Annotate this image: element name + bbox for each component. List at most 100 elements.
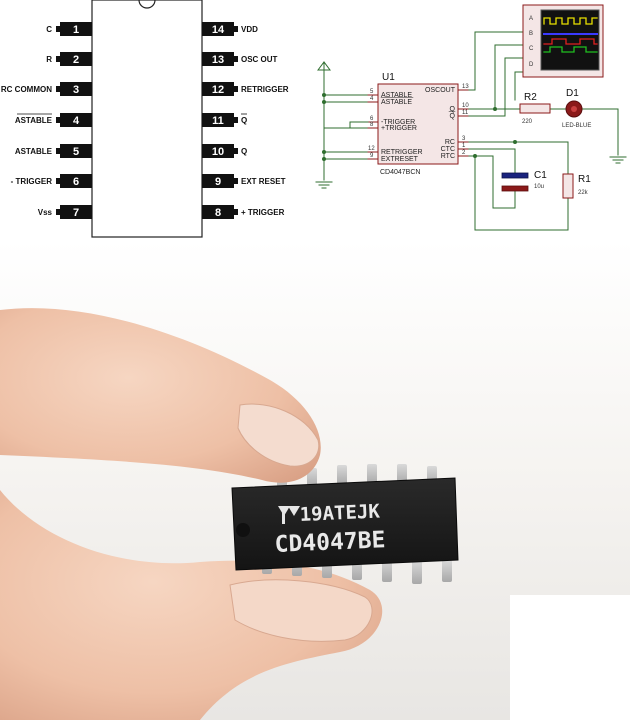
left-pin-3: 3 RC COMMON — [1, 82, 92, 96]
pin-number: 4 — [370, 96, 374, 102]
d1-value: LED-BLUE — [562, 123, 591, 129]
scope-channel-label: B — [529, 31, 533, 37]
ground-icon — [609, 156, 627, 164]
pin-number: 6 — [73, 176, 79, 188]
pin-number: 7 — [73, 207, 79, 219]
left-pin-2: 2 R — [46, 52, 92, 66]
pin-number: 11 — [212, 115, 224, 127]
pin-label: OSC OUT — [241, 55, 278, 64]
pin-label: RC COMMON — [1, 85, 52, 94]
chip-marking-part: CD4047BE — [274, 527, 386, 558]
pin-number: 1 — [73, 24, 79, 36]
right-pin-14: 14 VDD — [202, 22, 258, 36]
pin-label-overlined: Q — [241, 116, 247, 125]
u1-label: U1 — [382, 72, 395, 83]
pin-name: ASTABLE — [381, 92, 412, 99]
pin-name: OSCOUT — [425, 87, 456, 94]
trace-yellow — [543, 17, 598, 25]
trace-green — [543, 46, 598, 53]
right-pin-8: 8 + TRIGGER — [202, 205, 285, 219]
right-pin-12: 12 RETRIGGER — [202, 82, 289, 96]
pin-label-overlined: ASTABLE — [15, 116, 53, 125]
diagram-panel: 1 C 2 R 3 RC COMMON 4 ASTABLE 5 ASTABLE … — [0, 0, 630, 240]
pin-number: 5 — [370, 89, 374, 95]
left-pin-1: 1 C — [46, 22, 92, 36]
pin-number: 2 — [73, 54, 79, 66]
chip-photo: 19ATEJK CD4047BE — [0, 240, 630, 720]
fingernail — [237, 403, 320, 467]
ic-u1: U1 CD4047BCN 5 ASTABLE 4 ASTABLE 6 -TRIG… — [349, 72, 469, 176]
pin-number: 13 — [212, 54, 224, 66]
scope-channel-label: C — [529, 46, 534, 52]
pin-number: 4 — [73, 115, 80, 127]
pin-number: 3 — [462, 136, 466, 142]
pin-name: RTC — [441, 153, 455, 160]
r1-label: R1 — [578, 174, 591, 185]
ic-package-outline — [91, 0, 203, 238]
power-terminal-icon — [317, 61, 331, 73]
d1-label: D1 — [566, 88, 579, 99]
ground-icon — [315, 181, 333, 189]
r2-label: R2 — [524, 92, 537, 103]
pin-number: 10 — [462, 103, 469, 109]
pin-label: Q — [241, 147, 247, 156]
pin-number: 9 — [370, 153, 374, 159]
scope-channel-label: D — [529, 62, 534, 68]
pin-name: RC — [445, 139, 455, 146]
pin-number: 1 — [462, 143, 466, 149]
part-label: CD4047BCN — [380, 169, 420, 176]
right-pin-13: 13 OSC OUT — [202, 52, 278, 66]
pin-name: -TRIGGER — [381, 119, 415, 126]
thumb — [0, 490, 383, 720]
chip-notch — [236, 523, 250, 537]
pin-name: Q — [450, 113, 456, 120]
pin-name: ASTABLE — [381, 99, 412, 106]
pin-number: 12 — [368, 146, 375, 152]
pin-label: - TRIGGER — [11, 177, 53, 186]
c1-value: 10u — [534, 184, 544, 190]
thumbnail — [229, 579, 373, 642]
left-pin-4: 4 ASTABLE — [15, 113, 92, 127]
pin-number: 3 — [73, 84, 79, 96]
white-patch — [510, 595, 630, 720]
pin-label: RETRIGGER — [241, 85, 289, 94]
pin-label: R — [46, 55, 52, 64]
pin-number: 10 — [212, 146, 224, 158]
chip-marking-batch: 19ATEJK — [299, 500, 381, 525]
manufacturer-logo-icon — [278, 506, 300, 524]
r2-value: 220 — [522, 119, 533, 125]
trace-red — [543, 38, 598, 45]
ic-chip: 19ATEJK CD4047BE — [231, 477, 459, 571]
r1-value: 22k — [578, 190, 589, 196]
c1-label: C1 — [534, 170, 547, 181]
pinout-diagram: 1 C 2 R 3 RC COMMON 4 ASTABLE 5 ASTABLE … — [1, 0, 289, 238]
capacitor-c1: C1 10u — [501, 170, 547, 192]
index-finger — [0, 308, 321, 483]
pin-name: CTC — [441, 146, 455, 153]
pin-number: 14 — [212, 24, 225, 36]
pin-number: 13 — [462, 84, 469, 90]
pin-label: EXT RESET — [241, 177, 286, 186]
pin-label: C — [46, 25, 52, 34]
pin-name: EXTRESET — [381, 156, 419, 163]
pin-name: Q — [450, 106, 456, 113]
pin-number: 8 — [370, 122, 374, 128]
resistor-r2: R2 220 — [519, 92, 551, 125]
scope-channel-label: A — [529, 16, 533, 22]
pin-number: 8 — [215, 207, 221, 219]
pin-label: Vss — [38, 208, 53, 217]
resistor-r1: R1 22k — [562, 173, 591, 199]
pin-number: 5 — [73, 146, 79, 158]
left-pin-6: 6 - TRIGGER — [11, 174, 92, 188]
pin-name: RETRIGGER — [381, 149, 423, 156]
right-pin-10: 10 Q — [202, 144, 247, 158]
left-pin-5: 5 ASTABLE — [15, 144, 92, 158]
right-pin-9: 9 EXT RESET — [202, 174, 286, 188]
pin-name: +TRIGGER — [381, 125, 417, 132]
led-d1-icon: D1 LED-BLUE — [562, 88, 591, 129]
pin-label: VDD — [241, 25, 258, 34]
left-pin-7: 7 Vss — [38, 205, 92, 219]
pin-number: 11 — [462, 110, 469, 116]
wires — [323, 31, 619, 231]
pin-number: 9 — [215, 176, 221, 188]
